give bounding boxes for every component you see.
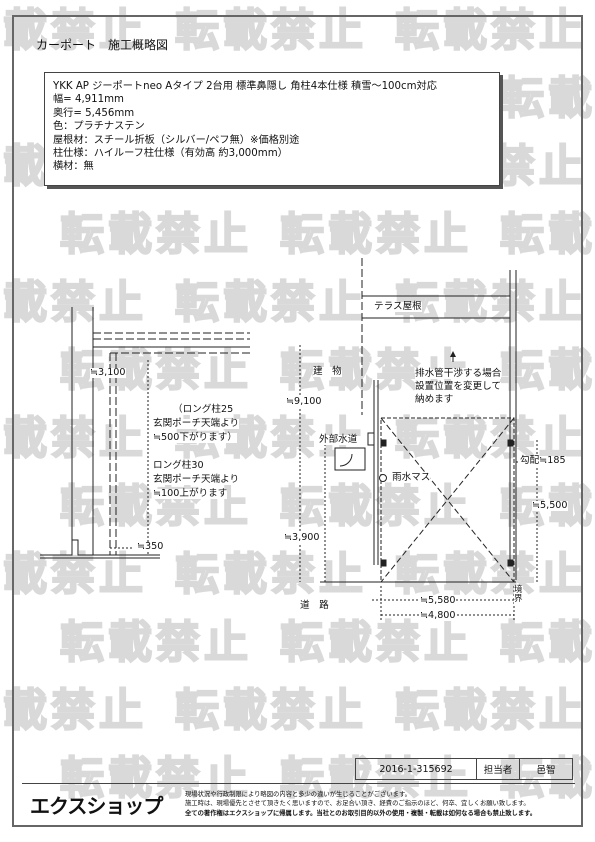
title-block: 2016-1-315692 担当者 邑智 — [355, 758, 573, 780]
building-label: 建 物 — [313, 366, 342, 377]
note-long30: ≒100上がります — [153, 488, 228, 499]
drain-note: 設置位置を変更して — [415, 381, 502, 392]
watermark-text: 転載禁止 — [60, 617, 252, 668]
watermark-text: 転載禁止 — [500, 345, 595, 396]
staff-name: 邑智 — [536, 765, 556, 776]
side-elevation — [40, 307, 250, 559]
rain-basin-label: 雨水マス — [392, 472, 431, 483]
spec-line: 幅= 4,911mm — [53, 94, 124, 106]
staff-label: 担当者 — [477, 759, 520, 779]
page-title: カーポート 施工概略図 — [36, 38, 169, 52]
spec-line: YKK AP ジーポートneo Aタイプ 2台用 標準鼻隠し 角柱4本仕様 積雪… — [53, 81, 437, 92]
watermark-text: 転載禁止 — [0, 685, 147, 736]
page-frame — [12, 15, 583, 827]
plan-view — [299, 258, 540, 620]
watermark-text: 転載禁止 — [175, 277, 367, 328]
side-bottom-dim: ≒350 — [137, 541, 164, 552]
road-label: 道 路 — [300, 600, 329, 611]
watermark-text: 転載禁止 — [280, 209, 472, 260]
watermark-text: 転載禁止 — [60, 209, 252, 260]
watermark-text: 転載禁止 — [395, 5, 587, 56]
note-long25: （ロング柱25 — [173, 404, 234, 415]
watermark-text: 転載禁止 — [500, 753, 595, 804]
watermark-text: 転載禁止 — [280, 753, 472, 804]
boundary-label: 境界 — [514, 585, 523, 604]
spec-line: 柱仕様：ハイルーフ柱仕様（有効高 約3,000mm） — [53, 148, 288, 160]
watermark-text: 転載禁止 — [500, 617, 595, 668]
footer-notes: 現場状況や行政制限により略図の内容と多少の違いが生じることがございます。 施工時… — [185, 790, 536, 818]
watermark-text: 転載禁止 — [175, 549, 367, 600]
dim-5500: ≒5,500 — [532, 500, 568, 511]
watermark-text: 転載禁止 — [175, 5, 367, 56]
side-height-dim: ≒3,100 — [90, 367, 126, 378]
spec-line: 屋根材：スチール折板（シルバー/ペフ無）※価格別途 — [53, 134, 300, 146]
watermark-text: 転載禁止 — [395, 277, 587, 328]
watermark-text: 転載禁止 — [60, 753, 252, 804]
note-long25: 玄関ポーチ天端より — [153, 418, 240, 429]
watermark-text: 転載禁止 — [0, 549, 147, 600]
dim-9100: ≒9,100 — [286, 396, 322, 407]
footer-note: 全ての著作権はエクスショップに帰属します。当社とのお取引目的以外の使用・複製・転… — [185, 809, 537, 817]
faucet-label: 外部水道 — [319, 434, 358, 445]
watermark-text: 転載禁止 — [395, 549, 587, 600]
dim-4800: ≒4,800 — [420, 610, 456, 621]
spec-box: YKK AP ジーポートneo Aタイプ 2台用 標準鼻隠し 角柱4本仕様 積雪… — [44, 72, 500, 186]
watermark-text: 転載禁止 — [60, 481, 252, 532]
spec-line: 横材：無 — [53, 161, 94, 173]
watermark-text: 転載禁止 — [280, 617, 472, 668]
drain-note: 排水管干渉する場合 — [415, 368, 502, 379]
dim-3900: ≒3,900 — [284, 532, 320, 543]
terrace-roof-label: テラス屋根 — [374, 301, 422, 312]
note-long30: ロング柱30 — [153, 460, 204, 471]
spec-line: 奥行= 5,456mm — [53, 107, 135, 119]
slope-label: 勾配≒185 — [520, 455, 566, 466]
footer-note: 現場状況や行政制限により略図の内容と多少の違いが生じることがございます。 — [185, 791, 411, 798]
footer-rule — [22, 783, 575, 784]
footer-note: 施工時は、現場優先とさせて頂きたく思いますので、お足合い頂き、経費のご指示のほど… — [185, 800, 530, 808]
watermark-text: 転載禁止 — [500, 73, 595, 124]
watermark-text: 転載禁止 — [0, 5, 147, 56]
doc-number: 2016-1-315692 — [356, 759, 477, 779]
watermark-text: 転載禁止 — [395, 685, 587, 736]
drain-note: 納めます — [415, 394, 454, 405]
spec-line: 色：プラチナステン — [53, 121, 145, 133]
watermark-text: 転載禁止 — [175, 685, 367, 736]
watermark-text: 転載禁止 — [500, 209, 595, 260]
note-long25: ≒500下がります） — [153, 432, 237, 443]
dim-5580: ≒5,580 — [420, 595, 456, 606]
note-long30: 玄関ポーチ天端より — [153, 474, 240, 485]
brand-logo: エクスショップ — [30, 793, 163, 818]
